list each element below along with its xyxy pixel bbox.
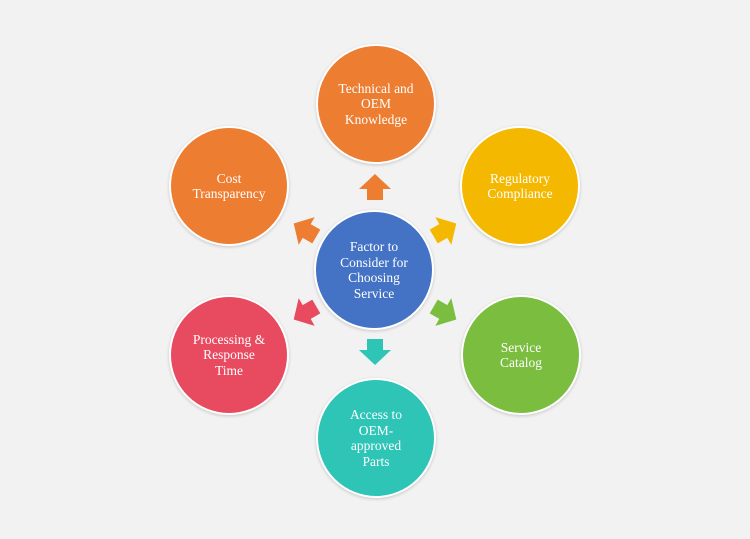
node-technical: Technical and OEM Knowledge xyxy=(316,44,436,164)
node-regulatory: Regulatory Compliance xyxy=(460,126,580,246)
arrow-to-technical xyxy=(359,174,391,200)
node-catalog: Service Catalog xyxy=(461,295,581,415)
node-technical-label: Technical and OEM Knowledge xyxy=(338,80,414,127)
node-processing-label: Processing & Response Time xyxy=(192,331,266,378)
node-parts-label: Access to OEM- approved Parts xyxy=(349,407,403,469)
node-regulatory-label: Regulatory Compliance xyxy=(487,170,553,202)
arrow-to-cost xyxy=(293,217,321,245)
node-parts: Access to OEM- approved Parts xyxy=(316,378,436,498)
node-cost: Cost Transparency xyxy=(169,126,289,246)
center-node-label: Factor to Consider for Choosing Service xyxy=(340,239,408,301)
center-node: Factor to Consider for Choosing Service xyxy=(314,210,434,330)
node-processing: Processing & Response Time xyxy=(169,295,289,415)
arrow-to-regulatory xyxy=(429,217,457,245)
arrow-to-parts xyxy=(359,339,391,365)
node-catalog-label: Service Catalog xyxy=(500,339,542,371)
arrow-to-processing xyxy=(293,298,321,326)
arrow-to-catalog xyxy=(429,298,457,326)
node-cost-label: Cost Transparency xyxy=(192,170,266,202)
